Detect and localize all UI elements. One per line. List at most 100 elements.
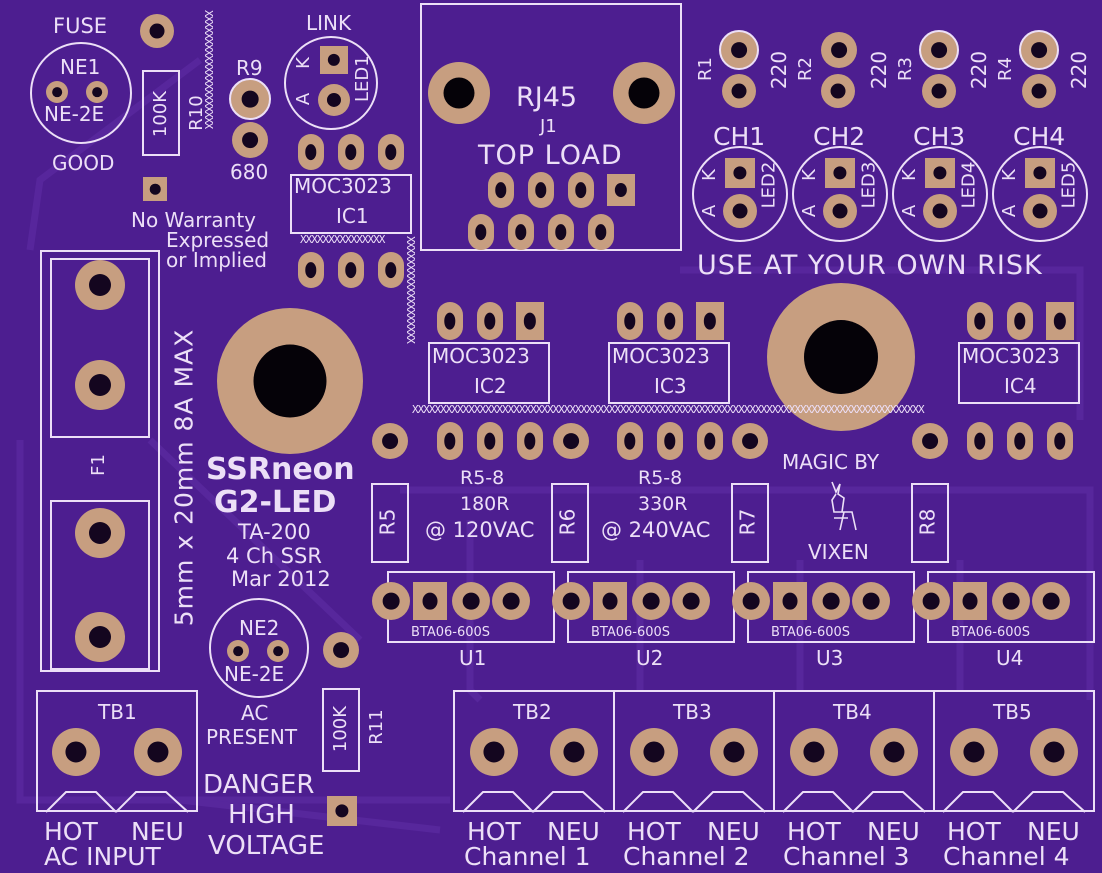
tb4-hot: HOT [787, 817, 841, 846]
led3-k: K [798, 169, 820, 181]
ic2-pad [477, 302, 503, 340]
ic2-pad [517, 422, 543, 460]
r6-ref: R6 [555, 508, 580, 536]
rj45-pin-1 [607, 174, 635, 206]
u4-part: BTA06-600S [951, 625, 1031, 640]
via-pad [732, 423, 768, 459]
led5-k: K [998, 169, 1020, 181]
led3-ref: LED3 [858, 161, 880, 209]
ne1-pad-1 [46, 81, 68, 103]
mount-hole-left [217, 308, 363, 454]
tb1-ref: TB1 [98, 700, 137, 724]
u2-pad [552, 582, 590, 620]
ic1-pad [338, 252, 364, 288]
ic2-pad [437, 422, 463, 460]
f1-pad [75, 360, 125, 410]
led2-a: A [699, 204, 721, 218]
ne2-pad-1 [227, 640, 249, 662]
r9-ref: R9 [236, 56, 263, 80]
u4-pad [912, 582, 950, 620]
res-note-line1b: R5-8 [638, 467, 683, 489]
tb4-lugs [782, 791, 926, 813]
fuse-label: FUSE [53, 14, 108, 38]
ic2-ref: IC2 [474, 374, 507, 398]
ic2-pad [437, 302, 463, 340]
led1-pad-a [318, 84, 350, 116]
brand-code: TA-200 [238, 520, 311, 544]
tb2-neu: NEU [547, 817, 600, 846]
tb5-hot: HOT [947, 817, 1001, 846]
r10-hatch: XXXXXXXXXXXXXXXXXXXXX [202, 10, 214, 129]
led4-ref: LED4 [958, 161, 980, 209]
tb2-pad-neu [550, 728, 598, 776]
tb1-neu: NEU [131, 817, 184, 846]
r6-body [551, 483, 589, 563]
ic4-ref: IC4 [1004, 374, 1037, 398]
u4-pad-1 [953, 582, 987, 620]
mount-hole-right [767, 283, 915, 431]
r10-body [142, 70, 180, 156]
ne1-pad-2 [86, 81, 108, 103]
f1-pad [75, 508, 125, 558]
led3-a: A [799, 204, 821, 218]
r11-body [322, 688, 360, 772]
tb1-hot: HOT [44, 817, 98, 846]
rj45-pin [548, 214, 574, 250]
led1-ref: LED1 [352, 55, 373, 102]
led1-a: A [293, 92, 315, 106]
ic2-pad [477, 422, 503, 460]
led1-k: K [292, 57, 314, 69]
led1-pad-k [320, 46, 348, 74]
ch1-label: CH1 [713, 122, 766, 151]
led4-pad-a [923, 194, 957, 228]
rj45-sub: TOP LOAD [478, 140, 623, 171]
good-pad [143, 177, 167, 201]
tb3-neu: NEU [707, 817, 760, 846]
led2-outline [692, 146, 788, 242]
tb3-pad-neu [710, 728, 758, 776]
rj45-pin [568, 172, 594, 208]
danger-line-2: HIGH [228, 800, 295, 830]
r5-ref: R5 [375, 508, 400, 536]
u4-ref: U4 [996, 646, 1024, 670]
res-note-120vac: @ 120VAC [425, 518, 535, 542]
led2-pad-k [725, 158, 755, 188]
u3-pad-1 [773, 582, 807, 620]
u1-part: BTA06-600S [411, 625, 491, 640]
r8-ref: R8 [915, 508, 940, 536]
danger-line-3: VOLTAGE [208, 831, 325, 861]
ic3-part: MOC3023 [612, 344, 710, 368]
tb5-neu: NEU [1027, 817, 1080, 846]
ne2-ac: AC [241, 701, 269, 725]
u1-pad [452, 582, 490, 620]
tb5-pad-hot [950, 728, 998, 776]
ic3-pad [657, 302, 683, 340]
u3-pad [732, 582, 770, 620]
r9-pad-2 [232, 122, 268, 158]
warranty-line-2: Expressed [166, 228, 270, 252]
led5-pad-a [1023, 194, 1057, 228]
fuse-spec: 5mm x 20mm 8A MAX [169, 328, 199, 627]
tb1-pad-neu [134, 728, 182, 776]
tb4-pad-hot [790, 728, 838, 776]
r4-ref: R4 [994, 57, 1016, 81]
ic4-pad [967, 422, 993, 460]
rj45-mount-right [613, 62, 675, 124]
ic-hatch-vertical: XXXXXXXXXXXXXXXXXXX [404, 236, 416, 343]
r9-value: 680 [230, 160, 269, 184]
ne1-ref: NE1 [60, 55, 101, 79]
tb2-label: Channel 1 [464, 842, 591, 871]
res-note-240vac: @ 240VAC [601, 518, 711, 542]
ic-hatch-row: XXXXXXXXXXXXXXXXXXXXXXXXXXXXXXXXXXXXXXXX… [412, 404, 925, 415]
u4-pad [1032, 582, 1070, 620]
ic2-part: MOC3023 [432, 344, 530, 368]
brand-model: G2-LED [214, 485, 337, 520]
led5-ref: LED5 [1058, 161, 1080, 209]
u3-part: BTA06-600S [771, 625, 851, 640]
ne2-outline [209, 598, 309, 698]
warranty-line-1: No Warranty [131, 208, 257, 232]
r3-ref: R3 [894, 57, 916, 81]
led3-pad-a [823, 194, 857, 228]
ic1-body [290, 174, 412, 234]
